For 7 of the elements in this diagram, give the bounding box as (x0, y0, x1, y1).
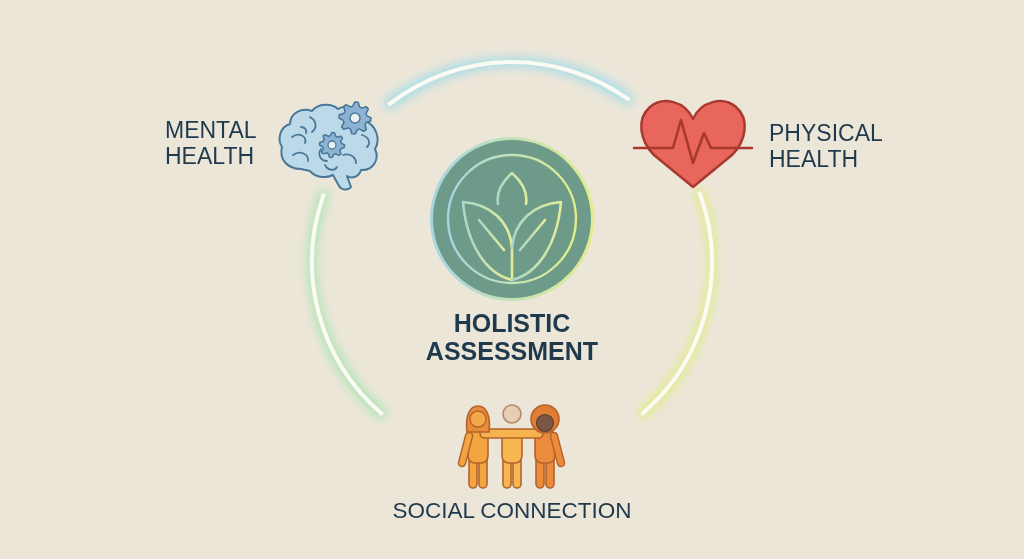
connector-arc (310, 193, 384, 416)
connector-arc (387, 60, 631, 106)
section-label: MENTAL HEALTH (165, 118, 257, 170)
section-label: PHYSICAL HEALTH (769, 121, 883, 173)
connector-arc (640, 191, 714, 416)
center-label: HOLISTIC ASSESSMENT (424, 309, 600, 365)
section-label: SOCIAL CONNECTION (391, 498, 633, 524)
